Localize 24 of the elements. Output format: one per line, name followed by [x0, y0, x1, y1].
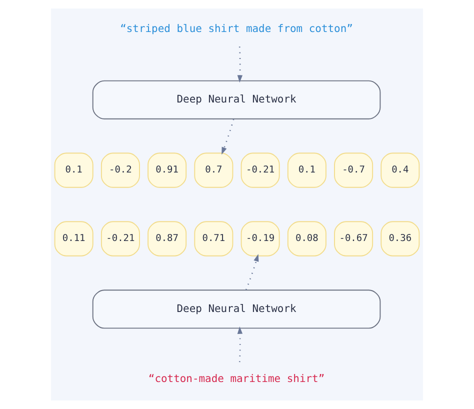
arrow	[237, 46, 243, 83]
node-box: 0.87	[148, 221, 187, 256]
node-text: “cotton-made maritime shirt”	[148, 373, 325, 386]
node-box: -0.67	[334, 221, 374, 256]
node-box: 0.08	[287, 221, 326, 256]
node-box: 0.36	[380, 221, 420, 256]
node-box: 0.91	[148, 152, 187, 188]
node-box: 0.1	[54, 152, 94, 188]
node-text: “striped blue shirt made from cotton”	[120, 23, 353, 36]
node-box: Deep Neural Network	[92, 80, 381, 120]
node-box: -0.2	[100, 152, 140, 188]
node-box: -0.7	[334, 152, 374, 188]
arrow	[245, 254, 259, 290]
node-box: 0.7	[194, 152, 234, 188]
node-box: 0.1	[287, 152, 326, 188]
arrow	[237, 326, 243, 362]
node-box: 0.11	[54, 221, 94, 256]
node-box: -0.21	[240, 152, 280, 188]
node-box: 0.71	[194, 221, 234, 256]
node-box: 0.4	[380, 152, 420, 188]
node-box: -0.21	[100, 221, 140, 256]
arrow	[222, 118, 234, 155]
node-box: Deep Neural Network	[92, 290, 381, 329]
node-box: -0.19	[240, 221, 280, 256]
